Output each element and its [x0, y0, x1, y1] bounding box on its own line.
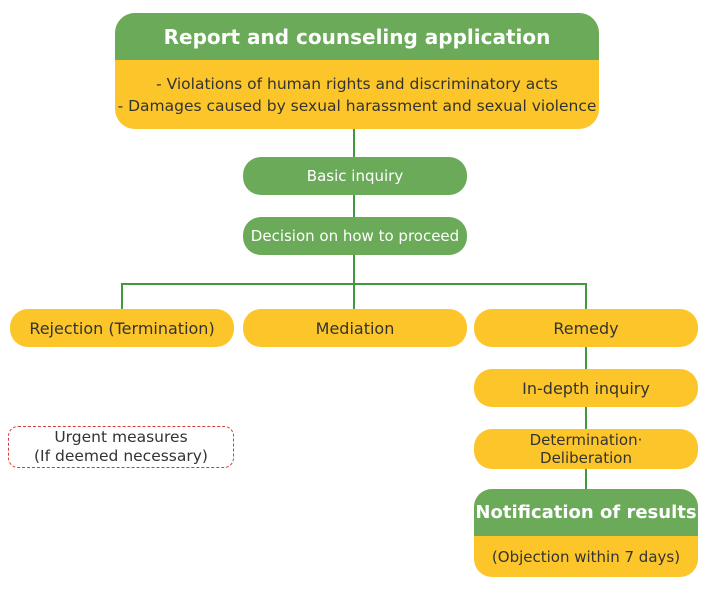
in-depth-inquiry-box: In-depth inquiry [474, 369, 698, 407]
urgent-measures-condition: (If deemed necessary) [34, 447, 208, 465]
report-counseling-box: Report and counseling application - Viol… [115, 13, 599, 129]
connector-decision-down [353, 255, 355, 284]
report-counseling-title: Report and counseling application [115, 13, 599, 60]
report-item-sexual-harassment: - Damages caused by sexual harassment an… [117, 96, 597, 115]
decision-box: Decision on how to proceed [243, 217, 467, 255]
notification-subtitle: (Objection within 7 days) [491, 547, 681, 566]
connector-remedy-to-indepth [585, 347, 587, 369]
connector-to-rejection [121, 283, 123, 309]
urgent-measures-label: Urgent measures [54, 428, 188, 446]
connector-to-mediation [353, 283, 355, 309]
notification-box: Notification of results (Objection withi… [474, 489, 698, 577]
determination-deliberation-box: Determination· Deliberation [474, 429, 698, 469]
connector-to-remedy [585, 283, 587, 309]
report-counseling-items: - Violations of human rights and discrim… [115, 60, 599, 129]
urgent-measures-box: Urgent measures (If deemed necessary) [8, 426, 234, 468]
remedy-box: Remedy [474, 309, 698, 347]
connector-determination-to-notification [585, 469, 587, 489]
determination-label: Determination· [529, 431, 643, 449]
connector-top-to-basic [353, 129, 355, 157]
deliberation-label: Deliberation [540, 449, 632, 467]
connector-indepth-to-determination [585, 407, 587, 429]
notification-title: Notification of results [474, 489, 698, 536]
report-item-human-rights: - Violations of human rights and discrim… [156, 74, 558, 93]
basic-inquiry-box: Basic inquiry [243, 157, 467, 195]
connector-basic-to-decision [353, 195, 355, 217]
rejection-box: Rejection (Termination) [10, 309, 234, 347]
mediation-box: Mediation [243, 309, 467, 347]
